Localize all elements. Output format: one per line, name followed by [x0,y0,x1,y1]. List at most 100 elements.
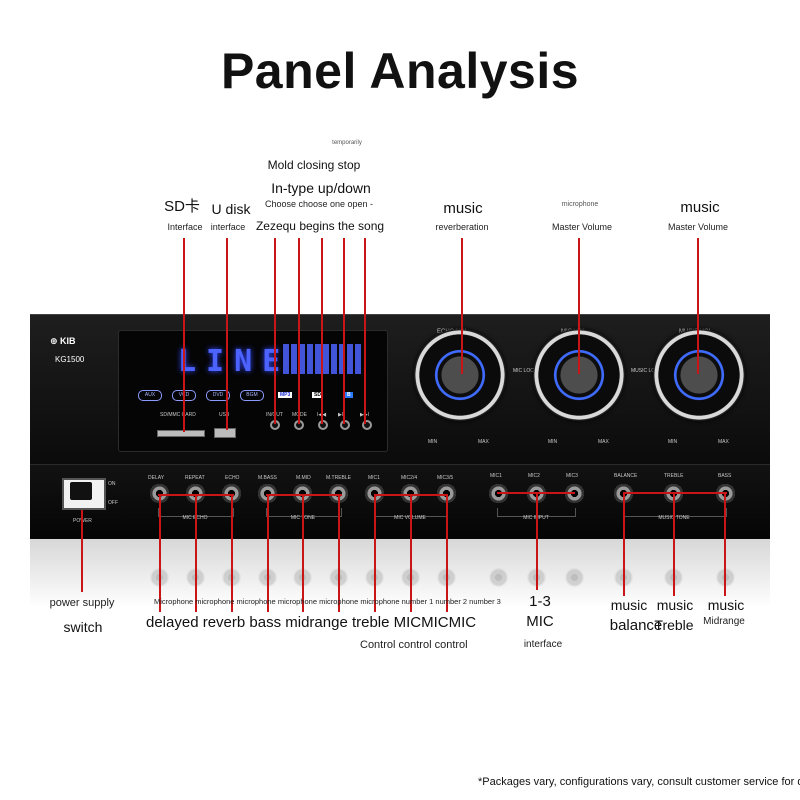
label-u-disk: U disk [211,201,251,217]
music-vol-min: MIN [668,439,678,445]
equalizer-bars [283,344,363,374]
callout-line-mic3 [446,494,448,612]
mic24-volume-knob[interactable] [401,484,420,503]
callout-line-mic2 [410,494,412,612]
callout-bar-tone [266,494,342,496]
m-mid-label: M.MID [296,475,311,481]
label-zezequ: Zezequ begins the song [255,219,385,233]
mic-lock-label: MIC LOCK [513,368,538,374]
label-controls-row: delayed reverb bass midrange treble MICM… [146,614,477,631]
mode-dvd-button[interactable]: DVD [206,390,230,401]
callout-line-repeat [195,494,197,612]
callout-line-input [536,492,538,590]
model-number: KG1500 [55,355,85,364]
mic-treble-knob[interactable] [329,484,348,503]
mode-bgm-button[interactable]: BGM [240,390,264,401]
mic-mid-knob[interactable] [293,484,312,503]
callout-line-mid [302,494,304,612]
label-music-reverb: music [443,200,483,217]
bluetooth-icon: B [345,392,353,398]
label-temporarily: temporarily [332,140,362,146]
label-mic-master-sub: Master Volume [551,222,613,232]
balance-label: BALANCE [614,473,638,479]
label-sd-card: SD卡 [164,198,200,215]
sd-card-slot[interactable] [157,430,205,437]
prev-button[interactable] [318,420,328,430]
callout-line-echo-vol [461,238,463,374]
callout-line-music-treble [673,492,675,596]
callout-line-music-bass [724,492,726,596]
m-bass-label: M.BASS [258,475,277,481]
power-off-label: OFF [108,500,118,506]
callout-line-mode [298,238,300,424]
label-music-master: music [680,199,720,216]
bass-label: BASS [718,473,732,479]
label-in-type: In-type up/down [271,180,371,196]
label-sd-card-sub: Interface [167,222,203,232]
power-rocker[interactable] [70,482,92,500]
callout-line-power [81,510,83,592]
callout-line-play [343,238,345,424]
lcd-text: LINE [178,344,291,379]
callout-line-music-vol [697,238,699,374]
callout-line-balance [623,492,625,596]
mic-tone-bracket [266,508,342,517]
panel-reflection [30,538,770,608]
inout-button[interactable] [270,420,280,430]
amplifier-lower-panel [30,464,770,539]
mic1-input-label: MIC1 [490,473,502,479]
callout-bar-music [623,492,727,494]
page-title: Panel Analysis [220,43,580,99]
treble-label: TREBLE [664,473,684,479]
echo-vol-knob[interactable] [414,329,506,421]
music-vol-max: MAX [718,439,729,445]
mic1-vol-label: MIC1 [368,475,380,481]
mp3-icon: MP3 [278,392,293,398]
echo-vol-min: MIN [428,439,438,445]
callout-line-inout [274,238,276,424]
mic35-vol-label: MIC3/5 [437,475,454,481]
mic-vol-max: MAX [598,439,609,445]
delay-knob[interactable] [150,484,169,503]
mic2-input-label: MIC2 [528,473,540,479]
m-treble-label: M.TREBLE [326,475,352,481]
music-lock-label: MUSIC LOCK [631,368,663,374]
callout-line-next [364,238,366,424]
callout-line-bass [267,494,269,612]
repeat-knob[interactable] [186,484,205,503]
usb-label: USB [219,412,230,418]
next-button[interactable] [362,420,372,430]
mode-button[interactable] [294,420,304,430]
label-mic-master: microphone [561,201,599,208]
play-pause-button[interactable] [340,420,350,430]
usb-port[interactable] [214,428,236,438]
label-mold-closing: Mold closing stop [267,158,361,172]
mic1-volume-knob[interactable] [365,484,384,503]
mic35-volume-knob[interactable] [437,484,456,503]
echo-vol-max: MAX [478,439,489,445]
echo-label: ECHO [225,475,240,481]
label-u-disk-sub: interface [210,222,246,232]
label-music-treble-1: music [656,597,694,613]
label-mic13-line3: interface [523,639,563,650]
label-music-mid-2: Midrange [703,616,745,627]
label-music-treble-2: Treble [654,617,694,633]
mic-vol-min: MIN [548,439,558,445]
callout-line-delay [159,494,161,612]
transport-label-play: ▶II [338,412,345,418]
label-mic13-line2: MIC [526,613,554,630]
mode-aux-button[interactable]: AUX [138,390,162,401]
label-choose: Choose choose one open - [264,199,374,209]
label-mic-row: Microphone microphone microphone microph… [154,597,501,606]
mic3-input-label: MIC3 [566,473,578,479]
reflection-jack [565,568,584,587]
callout-line-mic1 [374,494,376,612]
music-vol-knob[interactable] [653,329,745,421]
footnote: *Packages vary, configurations vary, con… [478,776,800,788]
label-music-mid-1: music [707,597,745,613]
callout-line-usb [226,238,228,430]
label-music-reverb-sub: reverberation [435,222,489,232]
power-on-label: ON [108,481,116,487]
mic-bass-knob[interactable] [258,484,277,503]
echo-knob[interactable] [222,484,241,503]
